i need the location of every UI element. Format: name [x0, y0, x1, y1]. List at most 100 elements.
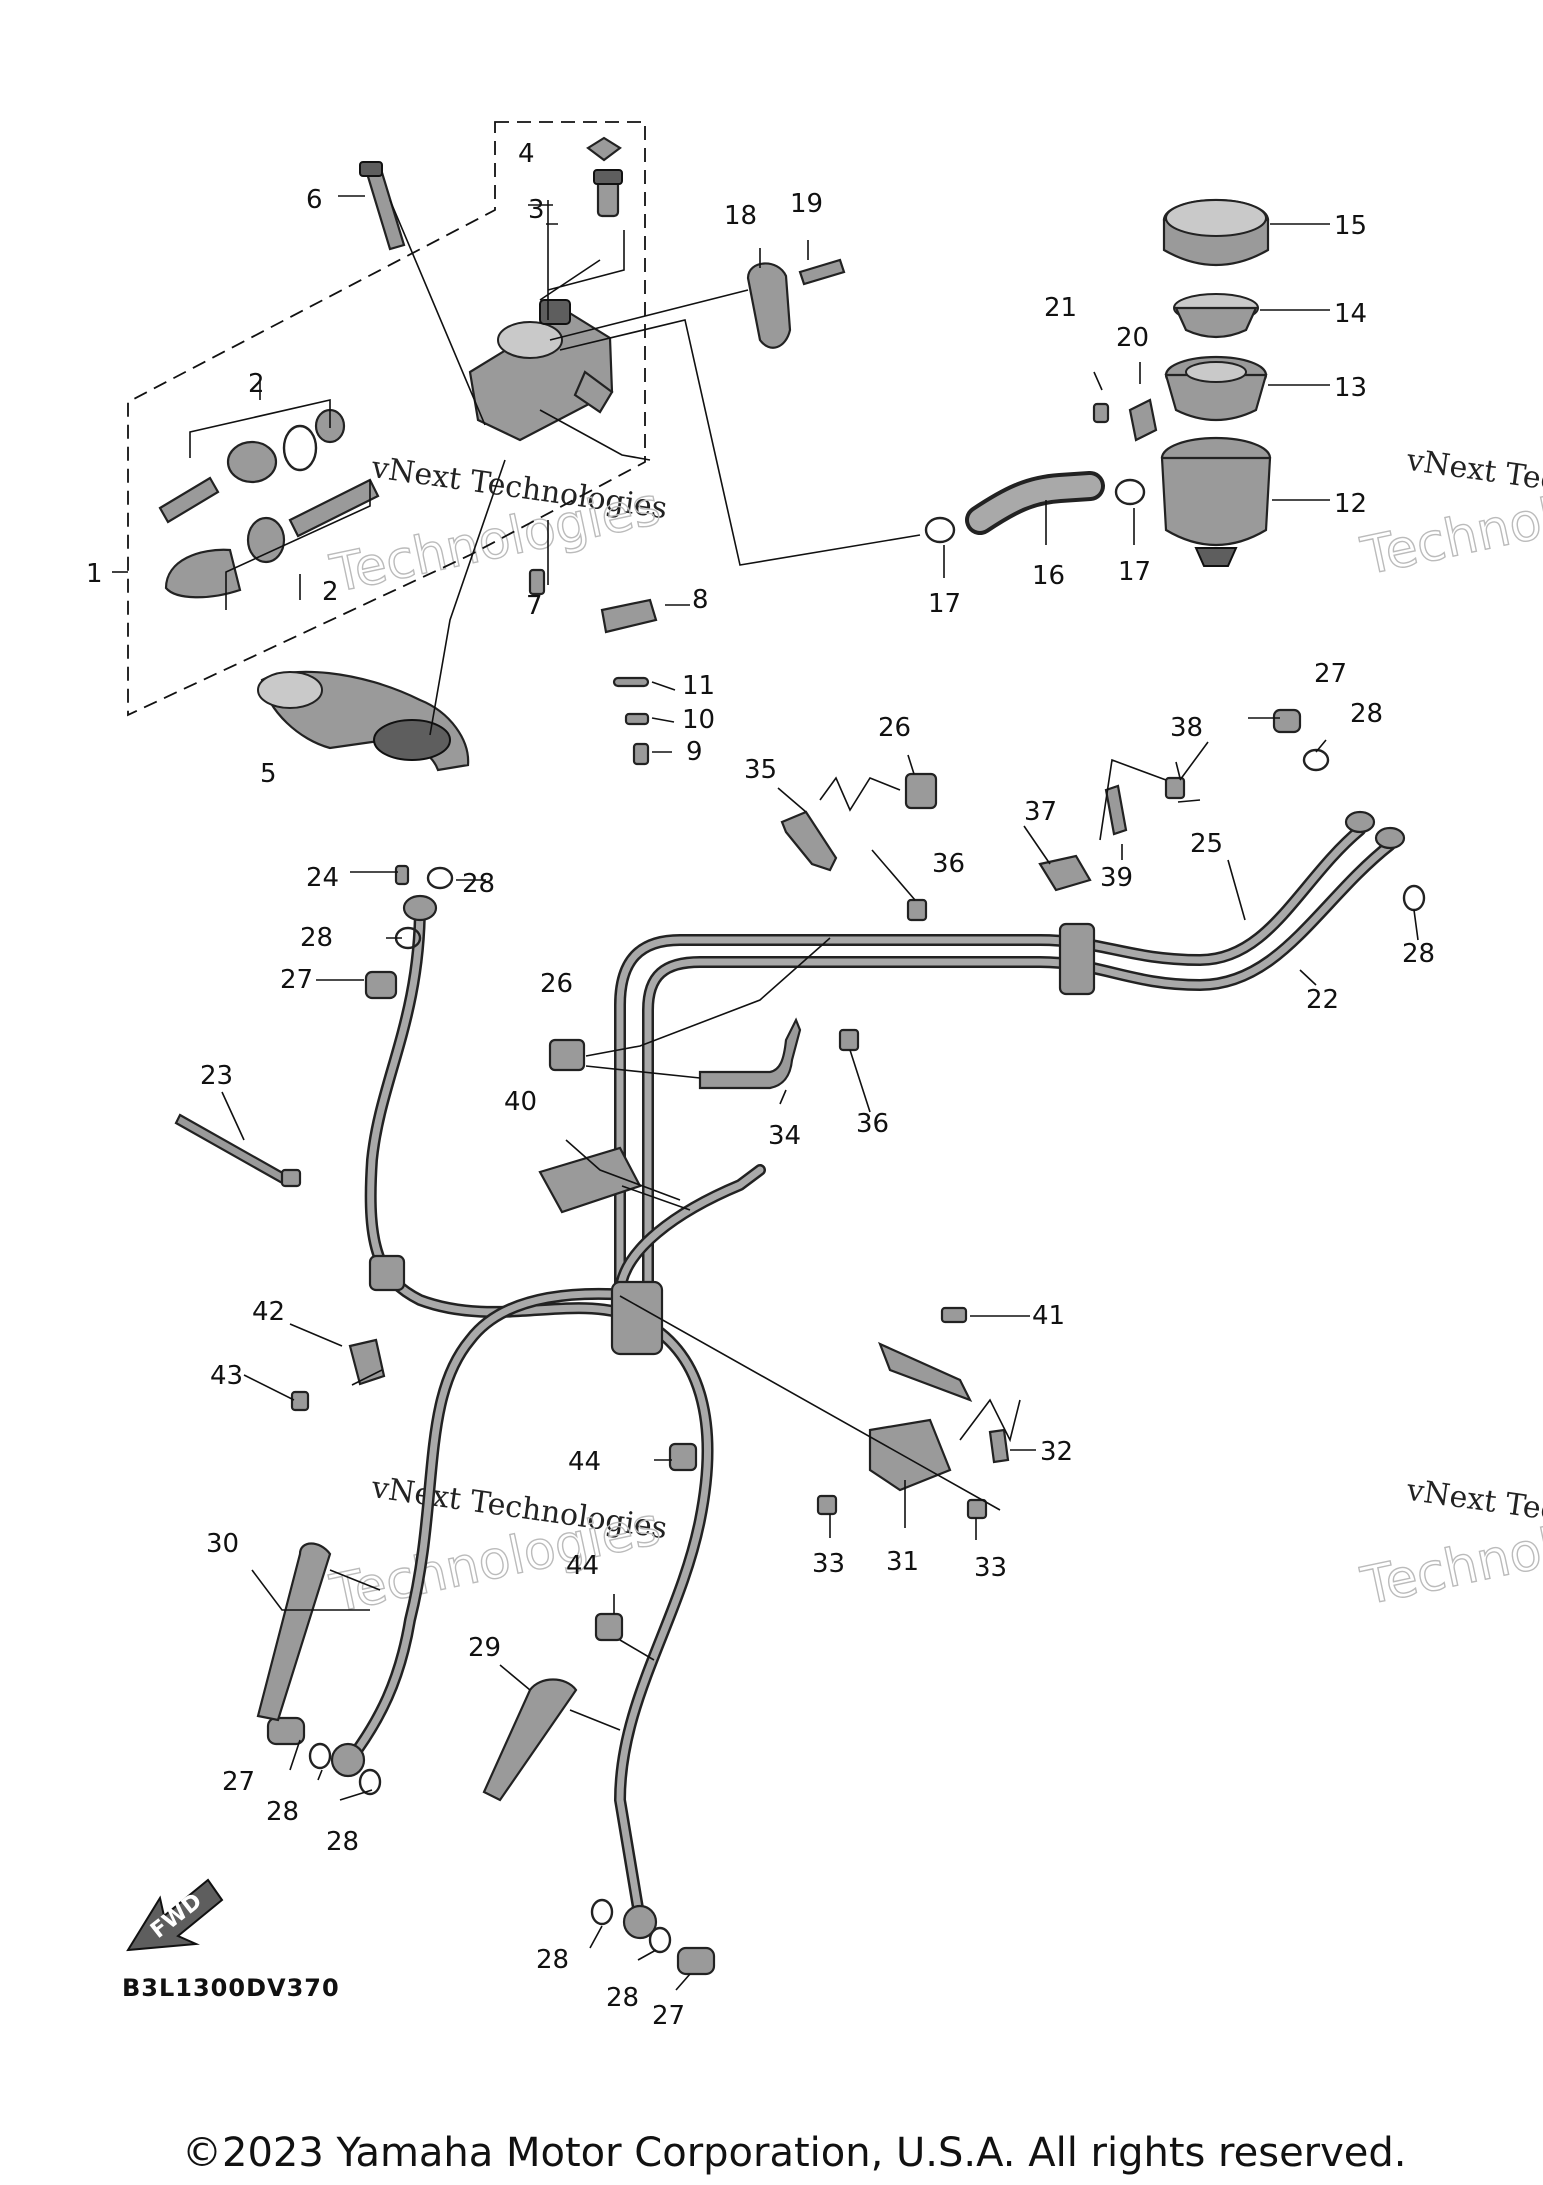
- diagram-code: B3L1300DV370: [122, 1974, 340, 2002]
- bracket-35: [780, 810, 838, 872]
- callout-label: 28: [266, 1797, 299, 1827]
- lever-bolt: [359, 161, 406, 251]
- cap-4: [586, 136, 622, 162]
- banjo-lower-right: [622, 1904, 658, 1940]
- front-hose-right: [344, 1287, 636, 1766]
- bolt-32: [988, 1428, 1010, 1464]
- banjo-top-right-b: [1374, 826, 1406, 850]
- bolt-7: [528, 568, 546, 596]
- brake-pipe-22-25: [614, 824, 1396, 1301]
- callout-label: 19: [790, 189, 823, 219]
- bolt-33a: [816, 1494, 838, 1516]
- bracket-upper-41: [878, 1341, 973, 1403]
- bolt-43: [290, 1390, 310, 1412]
- banjo-top-right-a: [1344, 810, 1376, 834]
- bolt-19: [798, 258, 846, 286]
- callout-label: 35: [744, 755, 777, 785]
- callout-label: 4: [518, 139, 535, 169]
- clamp-44b: [594, 1612, 624, 1642]
- callout-label: 15: [1334, 211, 1367, 241]
- callout-label: 28: [462, 869, 495, 899]
- callout-label: 26: [878, 713, 911, 743]
- callout-label: 41: [1032, 1301, 1065, 1331]
- leader: [221, 717, 1419, 1991]
- callout-label: 18: [724, 201, 757, 231]
- callout-label: 27: [1314, 659, 1347, 689]
- callout-label: 2: [248, 369, 265, 399]
- clamp-26a: [904, 772, 938, 810]
- bracket-2a: [189, 380, 331, 458]
- copyright-notice: ©2023 Yamaha Motor Corporation, U.S.A. A…: [182, 2130, 1407, 2176]
- front-hose-left: [364, 899, 714, 1926]
- callout-label: 3: [528, 195, 545, 225]
- callout-label: 6: [306, 185, 323, 215]
- callout-label: 36: [856, 1109, 889, 1139]
- bolt-27a: [364, 970, 398, 1000]
- bolt-38: [1164, 776, 1186, 800]
- callout-label: 37: [1024, 797, 1057, 827]
- bolt-39: [1104, 784, 1128, 836]
- spacer-10: [624, 712, 650, 726]
- callout-label: 34: [768, 1121, 801, 1151]
- callout-labels: 1 2 2 3 4 5 6 7 8 9 10 11 12 13 14 15 16…: [86, 139, 1435, 2031]
- callout-label: 13: [1334, 373, 1367, 403]
- screw-9: [632, 742, 650, 766]
- hose-joint-center: [610, 1280, 664, 1356]
- callout-label: 29: [468, 1633, 501, 1663]
- clip-17b: [1114, 478, 1146, 506]
- callout-label: 8: [692, 585, 709, 615]
- bracket-2b: [225, 480, 371, 610]
- piston-kit: [158, 408, 380, 599]
- callout-label: 33: [812, 1549, 845, 1579]
- screw-41: [940, 1306, 968, 1324]
- banjo-lower-left: [330, 1742, 366, 1778]
- callout-label: 40: [504, 1087, 537, 1117]
- callout-label: 26: [540, 969, 573, 999]
- banjo-bolt-3: [593, 169, 623, 218]
- callout-label: 39: [1100, 863, 1133, 893]
- fwd-arrow-icon: FWD: [126, 1878, 224, 1952]
- callout-label: 31: [886, 1547, 919, 1577]
- callout-label: 17: [1118, 557, 1151, 587]
- clip-17a: [924, 516, 956, 544]
- callout-label: 5: [260, 759, 277, 789]
- bolt-27b: [1272, 708, 1302, 734]
- bracket-34: [698, 1017, 802, 1090]
- callout-label: 44: [568, 1447, 601, 1477]
- bracket-31: [868, 1418, 952, 1492]
- cable-tie-23: [174, 1113, 302, 1188]
- callout-label: 2: [322, 577, 339, 607]
- callout-label: 25: [1190, 829, 1223, 859]
- bolt-27c: [266, 1716, 306, 1746]
- callout-label: 16: [1032, 561, 1065, 591]
- reservoir-cap-15: [1162, 198, 1270, 266]
- bracket-29: [482, 1678, 578, 1802]
- clamp-20: [1128, 398, 1158, 442]
- clamp-44a: [668, 1442, 698, 1472]
- callout-label: 28: [1350, 699, 1383, 729]
- reservoir-12: [1160, 436, 1272, 567]
- kit-outline: [127, 121, 646, 717]
- callout-label: 30: [206, 1529, 239, 1559]
- callout-label: 28: [1402, 939, 1435, 969]
- callout-label: 43: [210, 1361, 243, 1391]
- callout-label: 22: [1306, 985, 1339, 1015]
- callout-label: 14: [1334, 299, 1367, 329]
- leader: [338, 195, 690, 753]
- callout-label: 24: [306, 863, 339, 893]
- clamp-26b: [548, 1038, 586, 1072]
- callout-label: 28: [536, 1945, 569, 1975]
- pipe-joint-22: [1058, 922, 1096, 996]
- screw-21: [1092, 402, 1110, 424]
- callout-label: 17: [928, 589, 961, 619]
- hose-grommet-left: [368, 1254, 406, 1292]
- screw-24: [394, 864, 410, 886]
- bolt-33b: [966, 1498, 988, 1520]
- callout-label: 9: [686, 737, 703, 767]
- washer-11: [612, 676, 650, 688]
- callout-label: 27: [222, 1767, 255, 1797]
- label-40: [538, 1146, 642, 1214]
- callout-label: 28: [606, 1983, 639, 2013]
- bolt-36a: [906, 898, 928, 922]
- callout-label: 44: [566, 1551, 599, 1581]
